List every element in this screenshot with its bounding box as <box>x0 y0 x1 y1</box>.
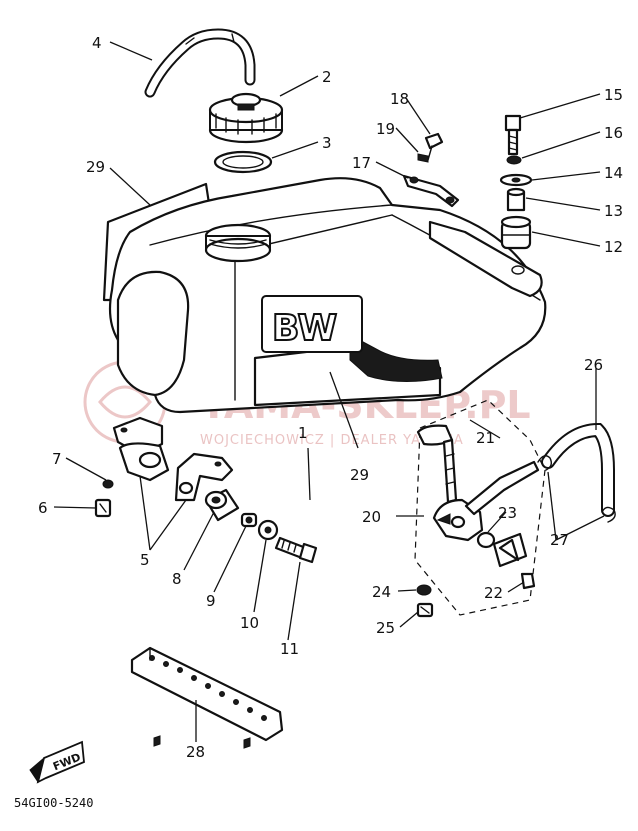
filler-neck <box>204 223 272 263</box>
part-code: 54GI00-5240 <box>14 796 93 810</box>
mount-washer <box>506 155 522 165</box>
tank-brand-text: BW <box>272 308 337 349</box>
callout-15: 15 <box>604 86 623 104</box>
forward-arrow-icon <box>29 756 45 784</box>
hose-clip-lower <box>601 506 616 523</box>
callout-28: 28 <box>186 743 205 761</box>
callout-1: 1 <box>298 424 308 442</box>
cock-o-ring <box>476 531 496 549</box>
callout-10: 10 <box>240 614 259 632</box>
callout-24: 24 <box>372 583 391 601</box>
callout-17: 17 <box>352 154 371 172</box>
callout-2: 2 <box>322 68 332 86</box>
front-bracket-right <box>174 452 234 502</box>
cock-washer <box>416 584 432 596</box>
callout-21: 21 <box>476 429 495 447</box>
front-bolt <box>274 536 318 564</box>
watermark-sub-text: WOJCIECHOWICZ | DEALER YAMAHA <box>200 433 464 448</box>
tank-logo: BW <box>261 295 363 353</box>
mount-damper <box>500 215 532 250</box>
callout-14: 14 <box>604 164 623 182</box>
front-bracket-left <box>112 416 170 482</box>
mount-spacer <box>506 187 526 212</box>
bracket-bolt <box>424 132 444 161</box>
cock-bolt <box>416 602 434 618</box>
bracket-washer <box>417 153 429 163</box>
callout-29-decal: 29 <box>86 158 105 176</box>
callout-26: 26 <box>584 356 603 374</box>
callout-25: 25 <box>376 619 395 637</box>
callout-9: 9 <box>206 592 216 610</box>
callout-5: 5 <box>140 551 150 569</box>
fuel-cock <box>432 438 540 542</box>
callout-7: 7 <box>52 450 62 468</box>
fuel-cap <box>208 92 284 144</box>
hose-clip-upper <box>537 455 553 471</box>
callout-4: 4 <box>92 34 102 52</box>
callout-13: 13 <box>604 202 623 220</box>
mount-bolt <box>504 114 522 156</box>
tank-bracket <box>402 174 460 208</box>
tank-pad <box>130 646 284 749</box>
cock-lever-plate <box>492 532 528 568</box>
fuel-tank: BW <box>108 177 547 414</box>
fuel-hose <box>541 422 615 517</box>
callout-11: 11 <box>280 640 299 658</box>
callout-23: 23 <box>498 504 517 522</box>
callout-19: 19 <box>376 120 395 138</box>
callout-3: 3 <box>322 134 332 152</box>
callout-8: 8 <box>172 570 182 588</box>
front-nut <box>102 479 114 489</box>
callout-12: 12 <box>604 238 623 256</box>
front-damper <box>204 488 240 522</box>
leader-lines <box>53 41 605 742</box>
callout-29-panel: 29 <box>350 466 369 484</box>
callout-27: 27 <box>550 531 569 549</box>
callout-labels: 1 2 3 4 5 6 7 8 9 10 11 12 13 14 15 16 1… <box>38 34 623 761</box>
callout-22: 22 <box>484 584 503 602</box>
callout-20: 20 <box>362 508 381 526</box>
cock-screw <box>520 572 536 590</box>
callout-18: 18 <box>390 90 409 108</box>
forward-arrow: FWD <box>29 740 85 784</box>
callout-16: 16 <box>604 124 623 142</box>
callout-6: 6 <box>38 499 48 517</box>
mount-collar <box>499 173 533 187</box>
front-collar <box>240 512 258 528</box>
front-screw <box>94 498 112 518</box>
